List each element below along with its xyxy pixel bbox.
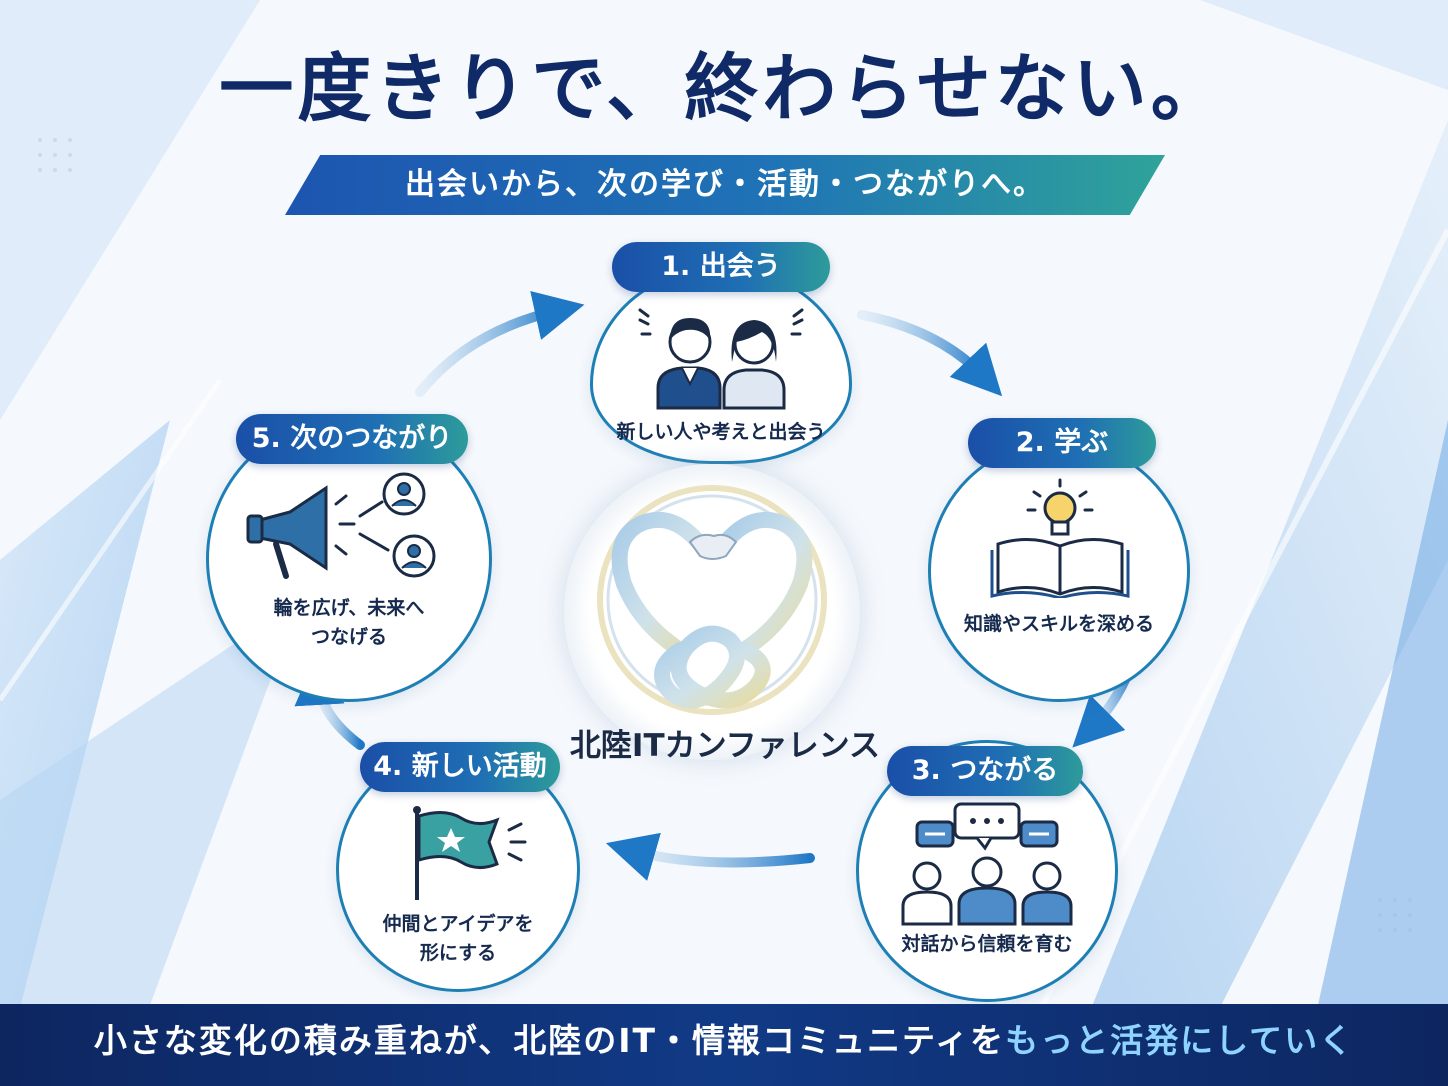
conversation-group-icon [901, 802, 1073, 926]
subheadline-band [285, 155, 1165, 215]
book-lightbulb-icon [990, 478, 1130, 598]
arrow-1-to-2 [857, 310, 1003, 397]
step-2-caption: 知識やスキルを深める [963, 613, 1154, 635]
star-flag-icon [413, 806, 527, 900]
step-5-caption: 輪を広げ、未来へ つなげる [220, 594, 478, 653]
two-people-icon [638, 308, 804, 410]
step-3-label: 3. つながる [887, 746, 1083, 796]
step-4-caption-line1: 仲間とアイデアを [382, 913, 534, 935]
arrow-5-to-1 [415, 291, 585, 397]
footer-text-highlight: もっと活発にしていく [1005, 1021, 1355, 1060]
step-1-circle [590, 266, 852, 464]
footer-message: 小さな変化の積み重ねが、北陸のIT・情報コミュニティをもっと活発にしていく [0, 1004, 1448, 1078]
step-1-label: 1. 出会う [612, 242, 830, 292]
step-4-caption: 仲間とアイデアを 形にする [346, 910, 570, 969]
megaphone-icon [246, 472, 436, 579]
step-1-caption: 新しい人や考えと出会う [616, 421, 826, 443]
step-5-caption-line2: つなげる [310, 626, 387, 649]
handshake-heart-knot-icon [597, 485, 827, 715]
step-4-caption-line2: 形にする [419, 942, 497, 965]
headline: 一度きりで、終わらせない。 [219, 46, 1229, 132]
footer-band [0, 1004, 1448, 1086]
step-4-label: 4. 新しい活動 [360, 742, 560, 792]
subheadline: 出会いから、次の学び・活動・つながりへ。 [405, 167, 1045, 202]
footer-text-main: 小さな変化の積み重ねが、北陸のIT・情報コミュニティを [93, 1021, 1006, 1060]
step-5-caption-line1: 輪を広げ、未来へ [273, 597, 425, 619]
arrow-3-to-4 [605, 832, 815, 881]
step-3-caption: 対話から信頼を育む [901, 933, 1073, 955]
step-5-label: 5. 次のつながり [236, 414, 468, 464]
step-2-label: 2. 学ぶ [968, 418, 1156, 468]
logo-text: 北陸ITカンファレンス [569, 728, 881, 764]
